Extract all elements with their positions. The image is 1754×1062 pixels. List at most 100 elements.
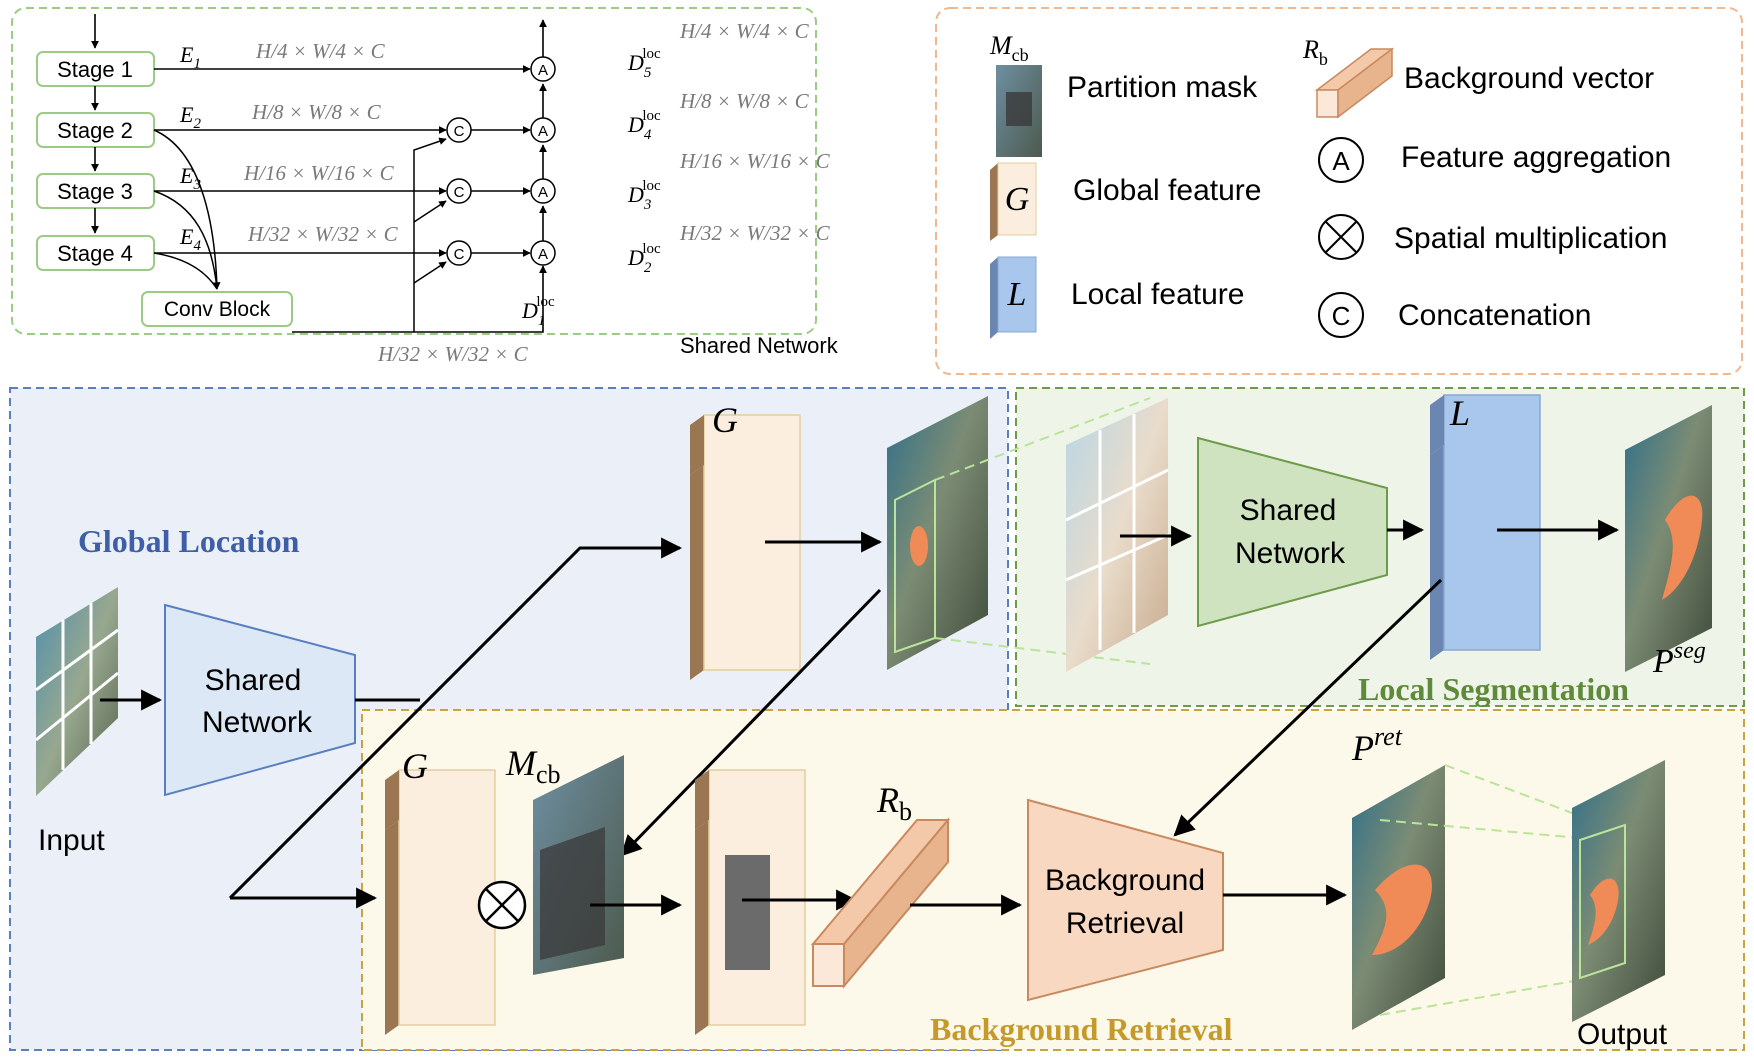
segmentation-image	[1625, 405, 1712, 672]
conv-block-label: Conv Block	[164, 298, 271, 321]
decoder-label-5: D5loc	[627, 46, 661, 81]
concat-op-3: C	[446, 240, 472, 266]
background-vector-label: Rb	[876, 780, 912, 826]
global-feature-label: G	[712, 400, 738, 440]
local-feature-label: L	[1449, 393, 1470, 433]
input-image	[35, 587, 119, 796]
encoder-label-3: E3	[179, 163, 201, 193]
legend-aggregate-icon: A	[1318, 137, 1364, 183]
decoder-label-1: D1loc	[521, 294, 555, 329]
svg-text:C: C	[454, 246, 465, 263]
legend-multiply-text: Spatial multiplication	[1394, 222, 1667, 255]
stage-4-label: Stage 4	[57, 241, 133, 266]
encoder-label-4: E4	[179, 224, 201, 254]
legend-bg-symbol: Rb	[1302, 35, 1328, 69]
legend-local-icon: L	[990, 256, 1037, 339]
stage-1-box: Stage 1	[36, 51, 155, 87]
aggregate-op-5: A	[530, 56, 556, 82]
legend-bg-text: Background vector	[1404, 62, 1654, 95]
legend-aggregate-text: Feature aggregation	[1401, 141, 1671, 174]
background-retrieval-block: Background Retrieval	[1027, 798, 1224, 1002]
bg-global-feature-label: G	[402, 746, 428, 786]
legend-concat-icon: C	[1318, 292, 1364, 338]
encoder-dim-2: H/8 × W/8 × C	[251, 100, 382, 124]
aggregate-op-3: A	[530, 178, 556, 204]
global-shared-network: Shared Network	[164, 603, 356, 797]
output-label: Output	[1577, 1018, 1668, 1051]
stage-2-label: Stage 2	[57, 118, 133, 143]
conv-dim: H/32 × W/32 × C	[377, 342, 529, 366]
svg-text:Background: Background	[1045, 864, 1205, 897]
masked-global-feature	[695, 769, 806, 1035]
input-label: Input	[38, 824, 105, 857]
encoder-dim-1: H/4 × W/4 × C	[255, 39, 386, 63]
decoder-label-3: D3loc	[627, 178, 661, 213]
legend-bg-vector-icon	[1314, 47, 1395, 119]
svg-text:C: C	[454, 184, 465, 201]
encoder-dim-3: H/16 × W/16 × C	[243, 161, 395, 185]
shared-network-panel: Stage 1 Stage 2 Stage 3 Stage 4 Conv Blo…	[11, 7, 839, 366]
local-segmentation-title: Local Segmentation	[1358, 671, 1629, 707]
local-crop-image	[1065, 398, 1169, 672]
multiply-icon	[1318, 214, 1364, 260]
output-image	[1572, 760, 1665, 1022]
stage-3-box: Stage 3	[36, 173, 155, 209]
legend-local-symbol: L	[1007, 276, 1027, 313]
legend-local-text: Local feature	[1071, 278, 1244, 311]
svg-text:Retrieval: Retrieval	[1066, 907, 1184, 940]
stage-3-label: Stage 3	[57, 179, 133, 204]
encoder-label-1: E1	[179, 42, 201, 72]
global-feature-G	[690, 414, 801, 680]
svg-text:A: A	[538, 123, 548, 140]
svg-text:A: A	[538, 184, 548, 201]
location-map-image	[887, 396, 988, 670]
background-vector-Rb	[810, 817, 951, 989]
decoder-dim-3: H/16 × W/16 × C	[679, 149, 831, 173]
decoder-dim-4: H/8 × W/8 × C	[679, 89, 810, 113]
shared-network-caption: Shared Network	[680, 333, 839, 358]
svg-text:Network: Network	[202, 706, 313, 739]
decoder-label-4: D4loc	[627, 108, 661, 143]
svg-text:Shared: Shared	[1240, 494, 1337, 527]
spatial-multiply-op	[477, 880, 527, 930]
concat-op-1: C	[446, 117, 472, 143]
legend-global-text: Global feature	[1073, 174, 1261, 207]
legend-global-symbol: G	[1005, 181, 1030, 218]
background-retrieval-title: Background Retrieval	[930, 1011, 1233, 1047]
partition-mask-image	[533, 755, 624, 975]
encoder-label-2: E2	[179, 102, 201, 132]
stage-4-box: Stage 4	[36, 235, 155, 271]
retrieval-image	[1352, 765, 1445, 1030]
conv-block-box: Conv Block	[141, 291, 293, 327]
legend-border	[935, 7, 1743, 375]
decoder-dim-2: H/32 × W/32 × C	[679, 221, 831, 245]
legend-mask-icon	[996, 65, 1042, 157]
partition-mask-label: Mcb	[505, 743, 561, 789]
svg-text:A: A	[1332, 146, 1350, 176]
local-feature-L	[1430, 394, 1541, 660]
aggregate-op-2: A	[530, 240, 556, 266]
svg-text:C: C	[1332, 301, 1351, 331]
global-location-title: Global Location	[78, 523, 300, 559]
legend-global-icon: G	[990, 162, 1037, 241]
p-ret-label: Pret	[1351, 722, 1403, 768]
stage-1-label: Stage 1	[57, 57, 133, 82]
svg-text:C: C	[454, 123, 465, 140]
svg-text:A: A	[538, 62, 548, 79]
svg-text:A: A	[538, 246, 548, 263]
svg-text:Shared: Shared	[205, 664, 302, 697]
concat-op-2: C	[446, 178, 472, 204]
encoder-dim-4: H/32 × W/32 × C	[247, 222, 399, 246]
legend-panel: Mcb Partition mask G Global feature L Lo…	[935, 7, 1743, 375]
p-seg-label: Pseg	[1652, 638, 1706, 680]
svg-text:Network: Network	[1235, 537, 1346, 570]
aggregate-op-4: A	[530, 117, 556, 143]
decoder-label-2: D2loc	[627, 241, 661, 276]
decoder-dim-5: H/4 × W/4 × C	[679, 19, 810, 43]
stage-2-box: Stage 2	[36, 112, 155, 148]
local-shared-network: Shared Network	[1197, 436, 1388, 628]
legend-mask-text: Partition mask	[1067, 71, 1258, 104]
legend-mask-symbol: Mcb	[989, 31, 1029, 65]
legend-concat-text: Concatenation	[1398, 299, 1591, 332]
